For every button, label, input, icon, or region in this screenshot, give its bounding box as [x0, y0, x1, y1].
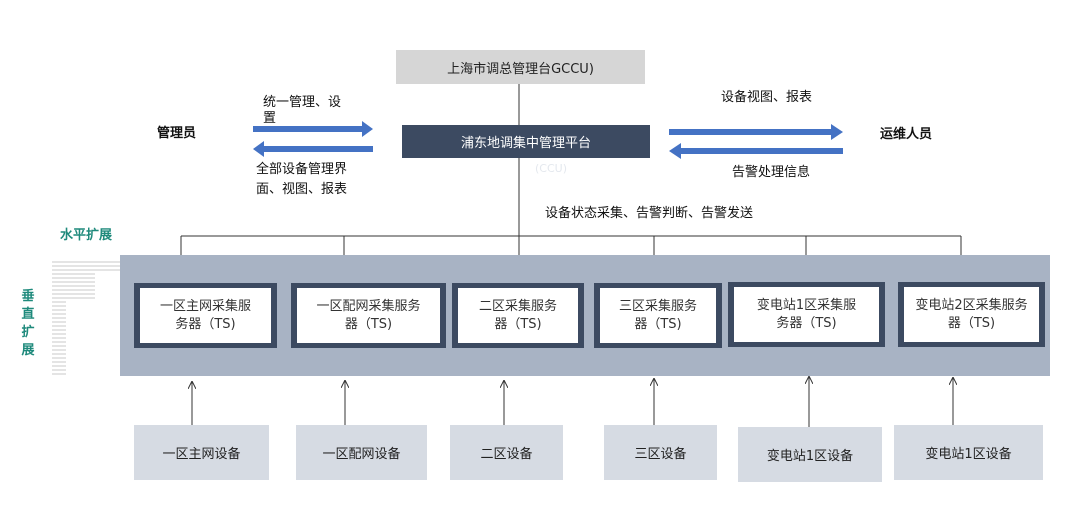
right-blue-arrows — [669, 124, 843, 159]
device-box: 三区设备 — [604, 425, 717, 480]
server-box: 变电站1区采集服务器（TS) — [728, 282, 885, 347]
admin-actor: 管理员 — [157, 126, 197, 141]
server-box: 变电站2区采集服务器（TS) — [898, 282, 1045, 347]
ops-in-label: 告警处理信息 — [732, 165, 811, 180]
device-box: 二区设备 — [450, 425, 563, 480]
platform-label: 浦东地调集中管理平台 — [460, 136, 591, 151]
horizontal-scaling-label: 水平扩展 — [60, 228, 113, 243]
ccu-label: (CCU) — [535, 162, 567, 175]
server-box: 三区采集服务器（TS) — [594, 283, 722, 348]
bus-label: 设备状态采集、告警判断、告警发送 — [545, 206, 754, 221]
device-box: 变电站1区设备 — [894, 425, 1043, 480]
admin-in-label: 全部设备管理界 面、视图、报表 — [256, 162, 348, 197]
device-box: 一区主网设备 — [134, 425, 269, 480]
admin-out-label: 统一管理、设 置 — [263, 95, 342, 126]
server-box: 二区采集服务器（TS) — [452, 283, 584, 348]
left-blue-arrows — [253, 121, 373, 157]
device-box: 一区配网设备 — [296, 425, 427, 480]
server-box: 一区配网采集服务器（TS) — [291, 283, 446, 348]
server-box: 一区主网采集服务器（TS) — [134, 283, 277, 348]
device-arrows — [192, 377, 953, 427]
platform-box: 浦东地调集中管理平台 — [402, 125, 650, 158]
vertical-scaling-label: 垂 直 扩 展 — [21, 289, 35, 358]
vertical-scale-stripes — [52, 261, 120, 375]
gccu-label: 上海市调总管理台GCCU) — [447, 61, 594, 77]
ops-out-label: 设备视图、报表 — [721, 90, 813, 105]
gccu-box: 上海市调总管理台GCCU) — [396, 50, 645, 84]
device-box: 变电站1区设备 — [738, 427, 882, 482]
ops-actor: 运维人员 — [880, 127, 933, 142]
